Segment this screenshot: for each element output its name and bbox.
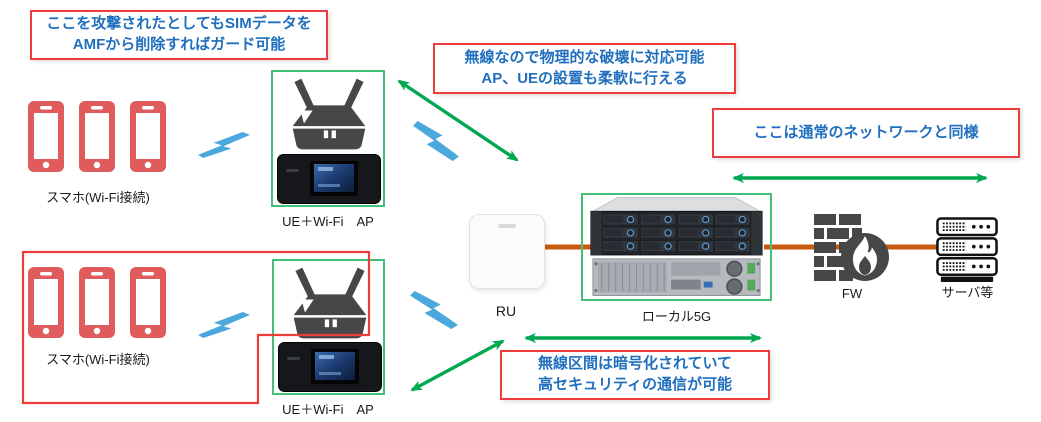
callout-sim-guard-line1: ここを攻撃されたとしてもSIMデータを: [46, 15, 312, 33]
mobile-router-icon: [278, 342, 382, 392]
local5g-box: [581, 193, 772, 301]
smartphone-group-top: [28, 101, 166, 172]
callout-wireless-flex-line1: 無線なので物理的な破壊に対応可能: [464, 48, 705, 66]
servers-icon: [936, 217, 998, 282]
label-phones-bottom: スマホ(Wi-Fi接続): [46, 352, 150, 367]
callout-sim-guard: ここを攻撃されたとしてもSIMデータを AMFから削除すればガード可能: [30, 10, 328, 60]
wifi-router-icon: [293, 267, 367, 339]
ap-box-bottom: [272, 259, 385, 395]
smartphone-group-bottom: [28, 267, 166, 338]
callout-normal-network: ここは通常のネットワークと同様: [712, 108, 1020, 158]
label-ap-top: UE＋Wi-Fi AP: [282, 214, 374, 229]
label-firewall: FW: [841, 286, 863, 301]
label-ap-bottom: UE＋Wi-Fi AP: [282, 402, 374, 417]
lightning-icon: [413, 121, 459, 161]
smartphone-icon: [79, 267, 115, 338]
callout-wireless-flex: 無線なので物理的な破壊に対応可能 AP、UEの設置も柔軟に行える: [433, 43, 736, 94]
callout-encrypted-line2: 高セキュリティの通信が可能: [537, 376, 733, 393]
label-phones-top: スマホ(Wi-Fi接続): [46, 190, 150, 205]
callout-encrypted-line1: 無線区間は暗号化されていて: [537, 355, 733, 373]
smartphone-icon: [79, 101, 115, 172]
wifi-router-icon: [292, 78, 366, 150]
smartphone-icon: [130, 101, 166, 172]
smartphone-icon: [28, 101, 64, 172]
mobile-router-icon: [277, 154, 381, 204]
lightning-icon: [410, 291, 458, 329]
callout-encrypted: 無線区間は暗号化されていて 高セキュリティの通信が可能: [500, 350, 770, 400]
ap-box-top: [271, 70, 385, 207]
smartphone-icon: [130, 267, 166, 338]
label-local5g: ローカル5G: [641, 309, 712, 324]
server-rack-image: [590, 197, 763, 296]
callout-wireless-flex-line2: AP、UEの設置も柔軟に行える: [481, 69, 688, 87]
green-arrow-ap-bottom-ru: [410, 339, 505, 392]
callout-normal-network-line1: ここは通常のネットワークと同様: [753, 123, 979, 141]
lightning-icon: [198, 132, 250, 158]
label-ru: RU: [495, 303, 517, 319]
callout-sim-guard-line2: AMFから削除すればガード可能: [72, 36, 286, 53]
firewall-icon: [814, 214, 889, 281]
ru-device: [469, 214, 545, 289]
lightning-icon: [198, 312, 250, 338]
label-servers: サーバ等: [941, 285, 994, 300]
smartphone-icon: [28, 267, 64, 338]
ru-logo-mark: [498, 224, 516, 228]
